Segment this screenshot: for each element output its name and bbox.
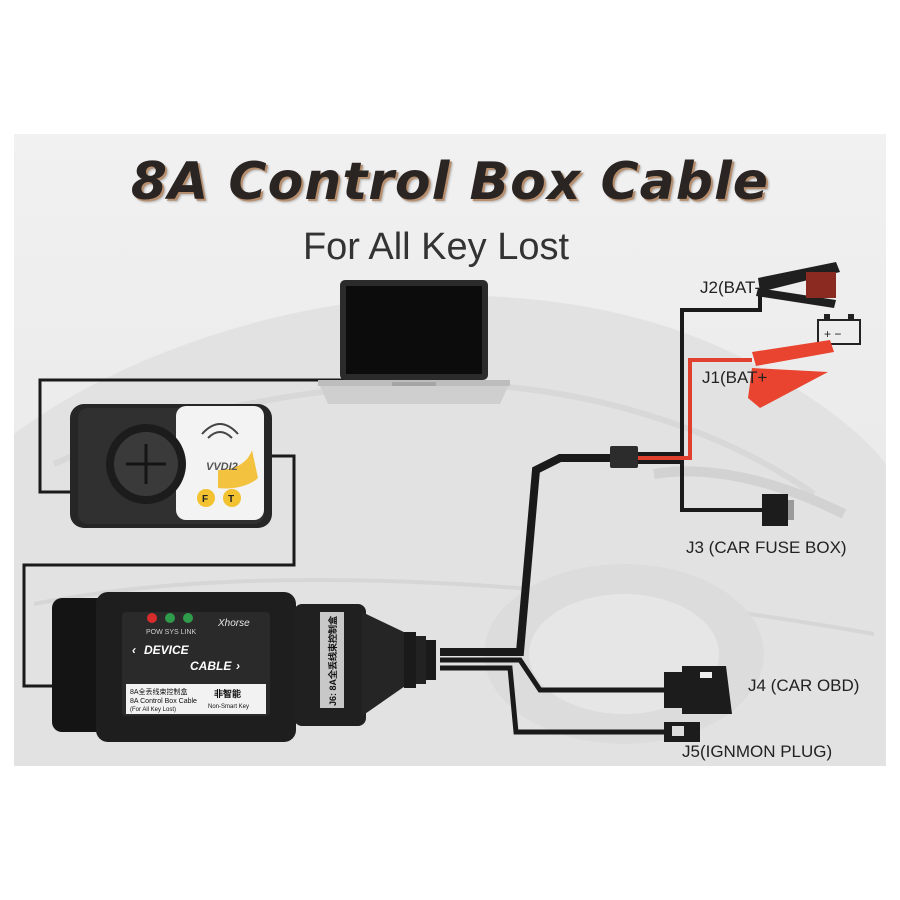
cable-label: CABLE xyxy=(190,659,232,673)
j2-black-clamp xyxy=(756,262,840,308)
j4-obd-connector xyxy=(664,666,732,714)
laptop-cable xyxy=(38,378,350,494)
device-label: DEVICE xyxy=(144,643,190,657)
label-j5: J5(IGNMON PLUG) xyxy=(682,742,833,761)
control-box-en-name: 8A Control Box Cable xyxy=(130,698,197,705)
svg-text:‹: ‹ xyxy=(132,643,136,657)
trunk-cable-j5 xyxy=(440,665,664,735)
control-box-brand: Xhorse xyxy=(217,618,250,629)
j6-plug-label: J6: 8A全丢线束控制盒 xyxy=(327,615,338,706)
control-box-cn-name: 8A全丢线束控制盒 xyxy=(130,687,188,696)
vvdi2-device: VVDI2 F T xyxy=(70,404,272,528)
label-j1: J1(BAT+ xyxy=(702,368,768,387)
j6-obd-plug: J6: 8A全丢线束控制盒 xyxy=(294,604,436,726)
j1-red-clamp xyxy=(748,340,834,408)
control-box-cn-badge: 非智能 xyxy=(214,688,241,699)
vvdi-cable xyxy=(22,454,296,688)
black-wire-bat-minus xyxy=(638,294,762,456)
battery-icon: + − xyxy=(817,314,861,345)
label-j2: J2(BAT- xyxy=(700,278,761,297)
control-box-note: (For All Key Lost) xyxy=(130,707,176,713)
svg-text:›: › xyxy=(236,659,240,673)
control-box: POW SYS LINK Xhorse ‹ DEVICE CABLE › 8A全… xyxy=(52,592,296,742)
black-wire-fuse xyxy=(638,460,762,512)
label-j4: J4 (CAR OBD) xyxy=(748,676,860,695)
junction-block xyxy=(610,446,638,468)
red-wire xyxy=(638,358,752,460)
control-box-badge-sub: Non-Smart Key xyxy=(208,704,249,710)
laptop xyxy=(318,280,510,404)
page-subtitle: For All Key Lost xyxy=(302,226,570,268)
vvdi2-t-button: T xyxy=(228,494,234,505)
vvdi2-logo: VVDI2 xyxy=(206,461,238,473)
trunk-cable-j4 xyxy=(440,657,664,693)
j3-fuse-plug xyxy=(762,494,794,526)
j5-ignition-plug xyxy=(664,722,700,742)
svg-text:+ −: + − xyxy=(824,327,841,341)
trunk-cable-j1 xyxy=(440,454,610,656)
vvdi2-f-button: F xyxy=(202,494,208,505)
page-title: 8A Control Box Cable xyxy=(130,152,770,212)
control-box-leds: POW SYS LINK xyxy=(146,629,197,636)
label-j3: J3 (CAR FUSE BOX) xyxy=(686,538,847,557)
